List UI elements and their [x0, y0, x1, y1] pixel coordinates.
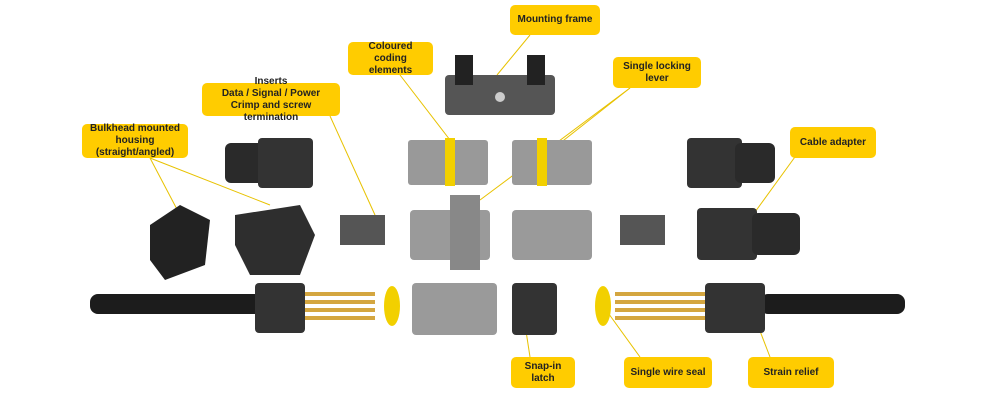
label-cable-adapter: Cable adapter	[790, 127, 876, 158]
cable-left	[90, 294, 270, 314]
top-row-parts	[225, 138, 775, 188]
label-mounting-frame: Mounting frame	[510, 5, 600, 35]
label-snap-in-latch: Snap-in latch	[511, 357, 575, 388]
label-single-wire-seal: Single wire seal	[624, 357, 712, 388]
label-bulkhead-housing: Bulkhead mounted housing (straight/angle…	[82, 123, 188, 158]
label-strain-relief: Strain relief	[748, 357, 834, 388]
label-inserts: Inserts Data / Signal / Power Crimp and …	[202, 76, 340, 123]
middle-row-parts	[150, 195, 800, 280]
label-coding-elements: Coloured coding elements	[348, 41, 433, 76]
mounting-frame-part	[445, 55, 555, 115]
leader-lines	[149, 34, 801, 358]
bottom-row-parts	[255, 283, 765, 335]
label-locking-lever: Single locking lever	[613, 57, 701, 88]
cable-right	[760, 294, 905, 314]
